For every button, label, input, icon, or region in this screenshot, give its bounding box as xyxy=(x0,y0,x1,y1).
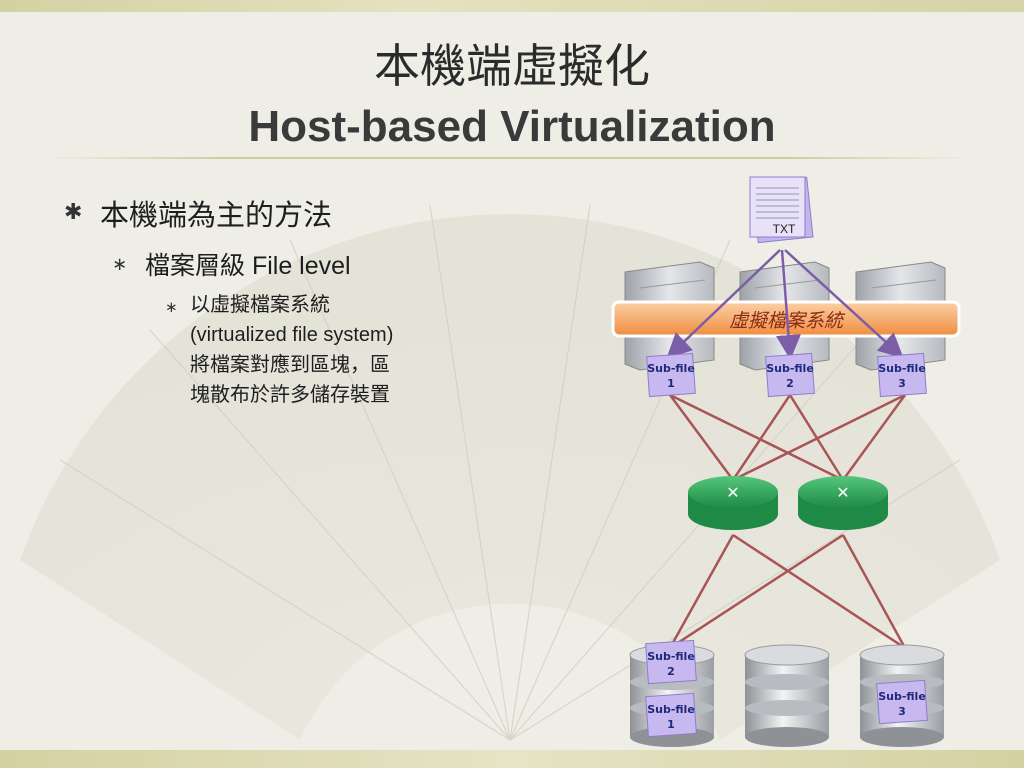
subfile-number: 2 xyxy=(786,377,794,390)
server-subfile-2: Sub-file 2 xyxy=(765,352,815,398)
title-divider xyxy=(40,157,975,159)
subfile-number: 2 xyxy=(667,665,675,678)
storage-subfile-1: Sub-file 1 xyxy=(645,692,697,738)
storage-disk-2-icon xyxy=(744,644,830,747)
storage-subfile-2: Sub-file 2 xyxy=(645,639,697,685)
bullet-asterisk-icon: ∗ xyxy=(112,254,128,275)
bullet-asterisk-icon: ∗ xyxy=(165,298,178,316)
network-switch-2-icon: ✕ xyxy=(798,476,888,530)
distribution-arrows xyxy=(666,249,904,360)
storage-subfile-3: Sub-file 3 xyxy=(876,679,928,725)
server-subfile-1: Sub-file 1 xyxy=(646,352,696,398)
virtualization-diagram: 虛擬檔案系統 TXT ✕ ✕ xyxy=(611,176,961,747)
network-switch-1-icon: ✕ xyxy=(688,476,778,530)
txt-label: TXT xyxy=(773,222,796,236)
subfile-label: Sub-file xyxy=(647,703,695,716)
bullet-level3-line: 塊散布於許多儲存裝置 xyxy=(190,384,390,406)
network-links xyxy=(668,393,907,650)
bullet-asterisk-icon: ✱ xyxy=(64,200,83,225)
subfile-number: 3 xyxy=(898,377,906,390)
subfile-label: Sub-file xyxy=(878,690,926,703)
subfile-number: 1 xyxy=(667,377,675,390)
bullet-level3: 以虛擬檔案系統 (virtualized file system) 將檔案對應到… xyxy=(190,290,393,410)
text-document-icon: TXT xyxy=(749,176,814,244)
bottom-decorative-band xyxy=(0,750,1024,768)
svg-text:✕: ✕ xyxy=(836,483,849,502)
subfile-label: Sub-file xyxy=(878,362,926,375)
bullet-level2: 檔案層級 File level xyxy=(145,252,351,280)
server-subfile-3: Sub-file 3 xyxy=(877,352,927,398)
bullet-level1: 本機端為主的方法 xyxy=(100,198,333,232)
bullet-level3-line: 以虛擬檔案系統 xyxy=(190,294,330,316)
svg-text:✕: ✕ xyxy=(726,483,739,502)
subfile-number: 1 xyxy=(667,718,675,731)
subfile-label: Sub-file xyxy=(647,650,695,663)
bullet-level3-line: (virtualized file system) xyxy=(190,324,394,346)
subfile-number: 3 xyxy=(898,705,906,718)
slide-title-chinese: 本機端虛擬化 xyxy=(374,39,650,93)
subfile-label: Sub-file xyxy=(647,362,695,375)
top-decorative-band xyxy=(0,0,1024,12)
bullet-level3-line: 將檔案對應到區塊，區 xyxy=(190,354,390,376)
slide-title-english: Host-based Virtualization xyxy=(248,102,776,151)
subfile-label: Sub-file xyxy=(766,362,814,375)
